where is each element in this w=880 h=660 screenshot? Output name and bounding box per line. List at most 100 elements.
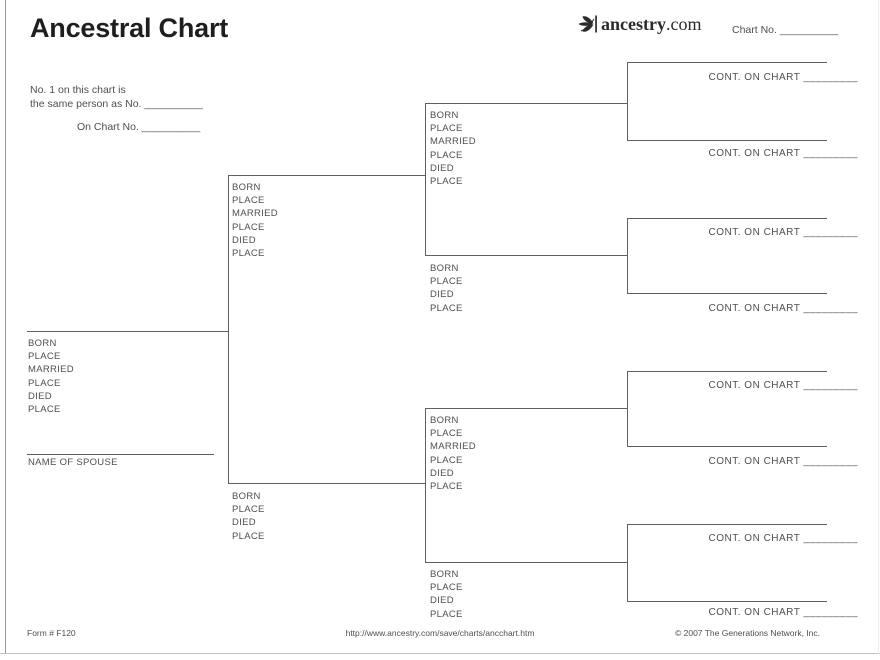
field-label: DIED — [430, 595, 454, 607]
line-father — [228, 175, 425, 177]
line-ancestor-2 — [627, 140, 827, 142]
form-number: Form # F120 — [27, 628, 76, 638]
cont-on-chart-4: CONT. ON CHART _________ — [709, 303, 858, 314]
line-person1 — [27, 331, 228, 333]
line-ancestor-6 — [627, 446, 827, 448]
line-spouse — [27, 454, 214, 456]
field-label: BORN — [430, 263, 459, 274]
cont-blank: _________ — [803, 607, 858, 618]
connector-gen2 — [228, 175, 230, 484]
field-label: PLACE — [28, 351, 61, 363]
line-ancestor-4 — [627, 293, 827, 295]
chart-no-field: Chart No. __________ — [732, 24, 838, 36]
connector-gen4-a — [627, 62, 629, 141]
connector-gen4-c — [627, 371, 629, 447]
note-line-3: On Chart No. __________ — [77, 121, 200, 133]
cont-label: CONT. ON CHART — [708, 533, 801, 544]
connector-gen3-paternal — [425, 103, 427, 256]
line-ancestor-7 — [627, 524, 827, 526]
field-label: PLACE — [232, 530, 265, 542]
ancestry-leaf-icon — [578, 15, 597, 33]
field-label: DIED — [430, 162, 454, 174]
field-label: PLACE — [232, 248, 265, 260]
line-ancestor-8 — [627, 601, 827, 603]
field-label: MARRIED — [430, 441, 476, 453]
cont-blank: _________ — [803, 303, 858, 314]
field-label: PLACE — [28, 404, 61, 416]
field-label: PLACE — [430, 276, 463, 288]
field-label: PLACE — [232, 221, 265, 233]
cont-label: CONT. ON CHART — [708, 607, 801, 618]
cont-on-chart-3: CONT. ON CHART _________ — [709, 227, 858, 238]
field-label: PLACE — [430, 608, 463, 620]
footer-copyright: © 2007 The Generations Network, Inc. — [674, 628, 820, 638]
line-maternal-grandfather — [425, 408, 627, 410]
cont-on-chart-5: CONT. ON CHART _________ — [709, 380, 858, 391]
field-label: BORN — [232, 491, 261, 502]
cont-label: CONT. ON CHART — [708, 380, 801, 391]
cont-blank: _________ — [803, 456, 858, 467]
line-paternal-grandfather — [425, 103, 627, 105]
field-label: BORN — [430, 415, 459, 426]
cont-blank: _________ — [803, 227, 858, 238]
connector-gen3-maternal — [425, 408, 427, 563]
line-ancestor-5 — [627, 371, 827, 373]
cont-label: CONT. ON CHART — [708, 227, 801, 238]
cont-on-chart-1: CONT. ON CHART _________ — [709, 72, 858, 83]
field-label: MARRIED — [430, 136, 476, 148]
line-mother — [228, 483, 425, 485]
field-label: BORN — [232, 182, 261, 193]
note-line-2: the same person as No. __________ — [30, 98, 203, 110]
logo-name: ancestry — [601, 14, 666, 34]
field-label: PLACE — [430, 428, 463, 440]
cont-blank: _________ — [803, 533, 858, 544]
field-label: DIED — [232, 517, 256, 529]
field-label: PLACE — [430, 302, 463, 314]
same-person-label: the same person as No. — [30, 98, 142, 110]
field-label: PLACE — [430, 123, 463, 135]
cont-label: CONT. ON CHART — [708, 456, 801, 467]
cont-blank: _________ — [803, 380, 858, 391]
field-label: DIED — [28, 390, 52, 402]
cont-label: CONT. ON CHART — [708, 72, 801, 83]
field-label: DIED — [430, 289, 454, 301]
cont-label: CONT. ON CHART — [708, 303, 801, 314]
cont-blank: _________ — [803, 148, 858, 159]
field-label: PLACE — [430, 582, 463, 594]
footer-url: http://www.ancestry.com/save/charts/ancc… — [345, 628, 535, 638]
logo-wordmark: ancestry.com — [601, 14, 701, 34]
chart-no-label: Chart No. — [732, 24, 777, 36]
cont-blank: _________ — [803, 72, 858, 83]
page-edge-right — [878, 0, 879, 654]
field-label: BORN — [430, 569, 459, 580]
line-maternal-grandmother — [425, 562, 627, 564]
field-label: PLACE — [430, 176, 463, 188]
field-label: PLACE — [430, 149, 463, 161]
cont-label: CONT. ON CHART — [708, 148, 801, 159]
field-label: PLACE — [430, 481, 463, 493]
line-paternal-grandmother — [425, 255, 627, 257]
on-chart-label: On Chart No. — [77, 121, 139, 133]
cont-on-chart-6: CONT. ON CHART _________ — [709, 456, 858, 467]
field-label: BORN — [430, 110, 459, 121]
logo-tld: .com — [665, 14, 702, 34]
field-label: MARRIED — [232, 208, 278, 220]
same-person-blank: __________ — [144, 98, 203, 110]
spouse-label: NAME OF SPOUSE — [28, 457, 118, 468]
ancestry-logo: ancestry.com — [576, 13, 701, 35]
page-title: Ancestral Chart — [30, 13, 229, 43]
field-label: PLACE — [232, 504, 265, 516]
field-label: PLACE — [232, 195, 265, 207]
cont-on-chart-2: CONT. ON CHART _________ — [709, 148, 858, 159]
field-label: PLACE — [430, 454, 463, 466]
field-label: DIED — [232, 234, 256, 246]
note-line-1: No. 1 on this chart is — [30, 84, 126, 96]
chart-no-blank: __________ — [779, 24, 839, 36]
